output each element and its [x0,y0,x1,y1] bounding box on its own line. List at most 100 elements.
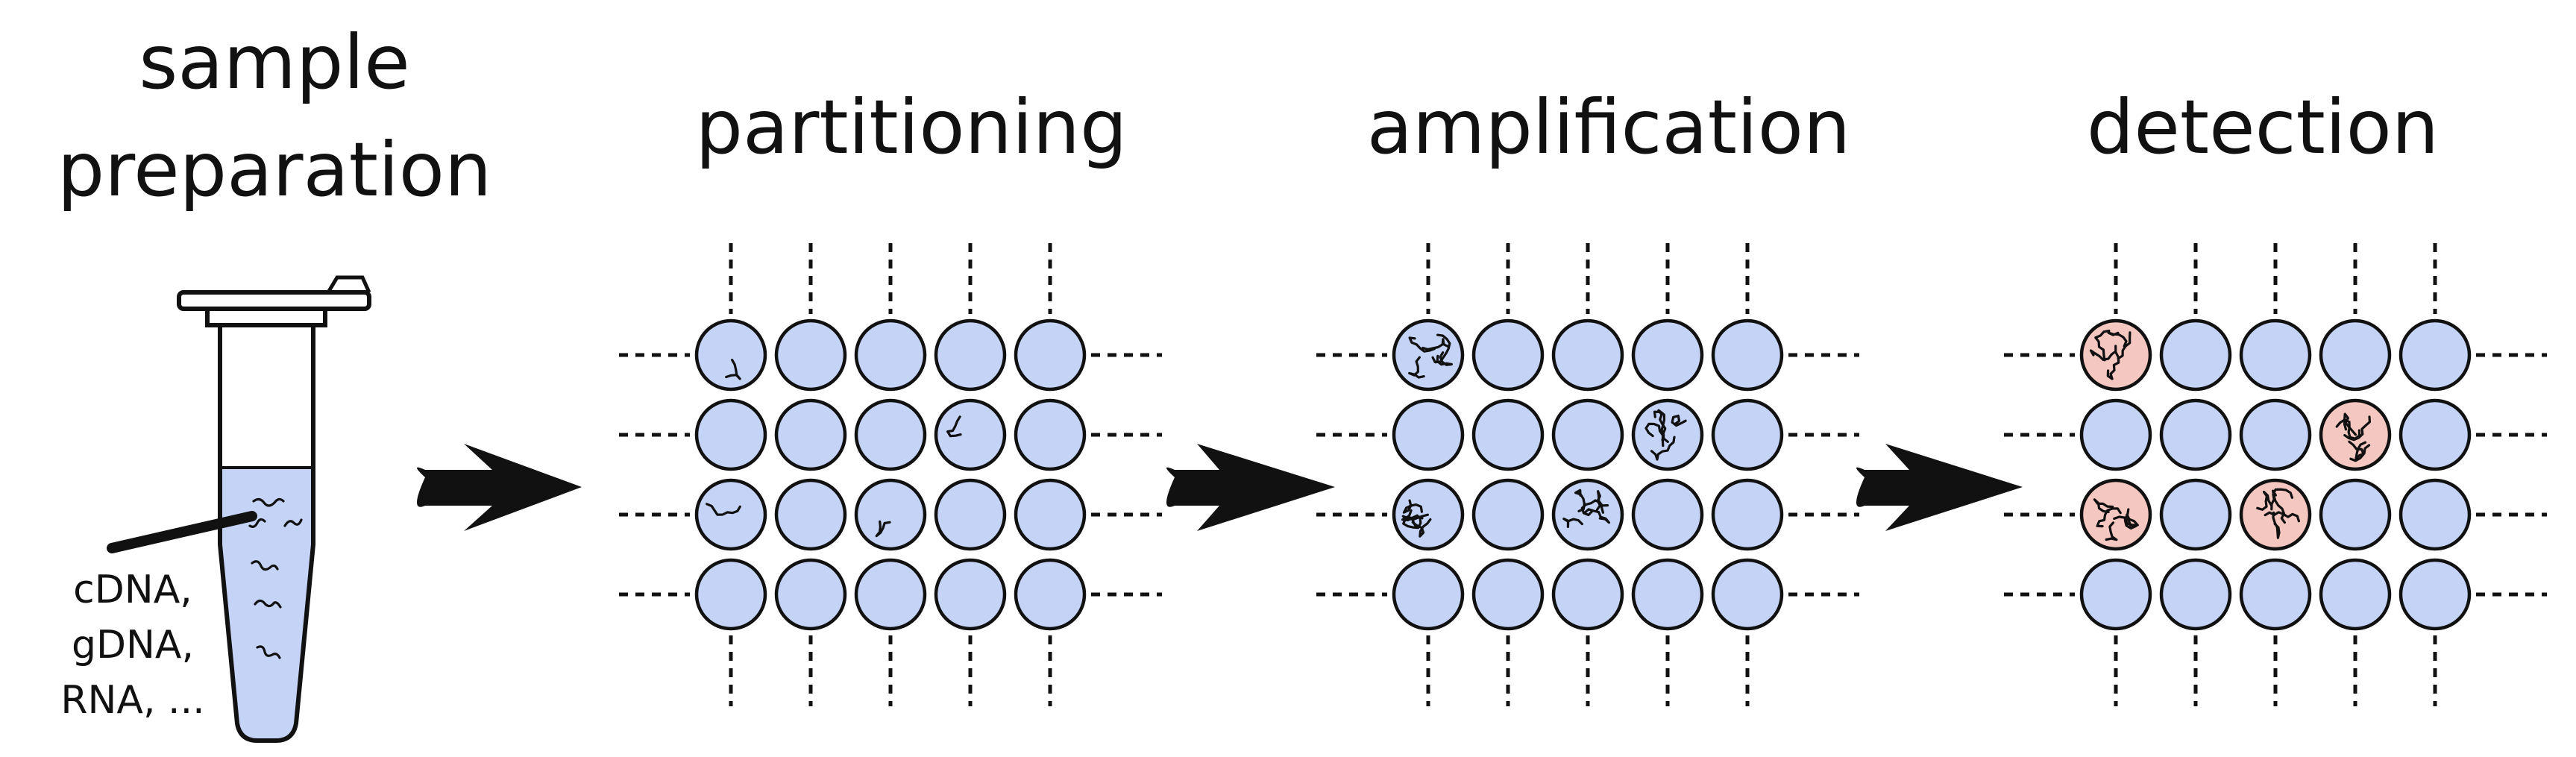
amplified-dna-strand [2107,331,2128,348]
amplified-dna-strand [1436,351,1453,366]
partition-well [1392,558,1465,631]
partition-well [934,478,1007,551]
partition-well [2079,398,2152,471]
amplified-dna-strand [2089,345,2117,362]
partition-well [2398,398,2472,471]
tube-strand [248,518,266,528]
amplified-dna-strand [2117,331,2132,360]
amplified-dna-strand [1574,489,1586,512]
partition-well [2398,318,2472,392]
partition-well [1711,478,1784,551]
partition-well [854,398,927,471]
amplified-dna-strand [2105,521,2118,541]
amplified-dna-strand [1562,518,1583,528]
amplified-dna-strand [1411,518,1432,538]
amplified-dna-strand [1408,336,1436,353]
partition-well [1471,558,1545,631]
partition-well [774,318,847,392]
amplified-dna-strand [2093,498,2114,513]
sample-title-line2: preparation [57,126,492,213]
partition-well [1631,318,1704,392]
partition-well-occupied [2079,318,2152,392]
partition-well [1471,398,1545,471]
partition-well [2079,558,2152,631]
arrow-to-partitioning [417,444,582,531]
partition-well [1471,318,1545,392]
tube-label-line2: gDNA, [72,623,194,668]
partition-well [1631,478,1704,551]
amplification-grid [1316,243,1859,706]
tube-liquid [222,468,312,738]
dna-strand [875,520,891,538]
partition-well [934,558,1007,631]
amplified-dna-strand [1408,356,1425,379]
partition-well-occupied [1392,318,1465,392]
partition-well [1014,478,1087,551]
partition-well [1711,398,1784,471]
partition-well-occupied [934,398,1007,471]
sample-tube [107,275,371,743]
tube-cap [177,290,371,311]
amplified-dna-strand [2096,507,2122,528]
partition-well [2159,558,2232,631]
partition-well [1014,398,1087,471]
partition-well [694,558,767,631]
partition-well [2239,318,2312,392]
partition-well [2319,318,2392,392]
partition-well [1471,478,1545,551]
partition-well-occupied [694,318,767,392]
tube-label-line3: RNA, ... [60,678,204,723]
arrow-to-amplification [1166,444,1335,531]
amplified-dna-strand [1650,436,1676,461]
amplified-dna-strand [1421,338,1450,351]
amplified-dna-strand [1583,508,1610,524]
tube-strand [283,518,303,527]
partition-well [1392,398,1465,471]
partition-well [934,318,1007,392]
partition-well [2319,478,2392,551]
tube-strand [254,599,282,609]
partition-well [2239,558,2312,631]
partitioning-title: partitioning [695,84,1127,171]
amplified-dna-strand [1401,515,1424,529]
tube-cap-hinge [326,275,371,294]
dna-strand [946,415,962,438]
partition-well [1551,398,1624,471]
amplified-dna-strand [2343,412,2357,436]
partition-well [774,478,847,551]
partition-well [2159,398,2232,471]
arrow-to-detection [1856,444,2023,531]
dna-strand [725,359,741,380]
partition-well [2319,558,2392,631]
partition-well [1631,558,1704,631]
amplification-title: amplification [1367,84,1851,171]
partition-well [2239,398,2312,471]
tube-strand [256,645,281,659]
amplified-dna-strand [2343,415,2371,442]
partition-well-occupied [1631,398,1704,471]
tube-strand [251,560,279,571]
partition-well [694,398,767,471]
partition-well [774,398,847,471]
partition-well [1014,558,1087,631]
partition-well [1711,558,1784,631]
partition-well [1014,318,1087,392]
partition-well [2398,478,2472,551]
amplified-dna-strand [2256,491,2272,511]
amplified-dna-strand [1595,490,1609,512]
tube-rim [205,307,327,327]
amplified-dna-strand [1653,410,1665,442]
amplified-dna-strand [2113,515,2137,530]
sample-title-line1: sample [139,19,410,106]
detection-grid [2004,243,2547,706]
partition-well [1551,318,1624,392]
partitioning-grid [619,243,1162,706]
partition-well [2398,558,2472,631]
tube-strand [252,497,285,507]
amplified-dna-strand [2354,441,2371,461]
partition-well-occupied [694,478,767,551]
amplified-dna-strand [2272,511,2281,539]
partition-well [2159,318,2232,392]
amplified-dna-strand [2094,330,2111,362]
partition-well [774,558,847,631]
